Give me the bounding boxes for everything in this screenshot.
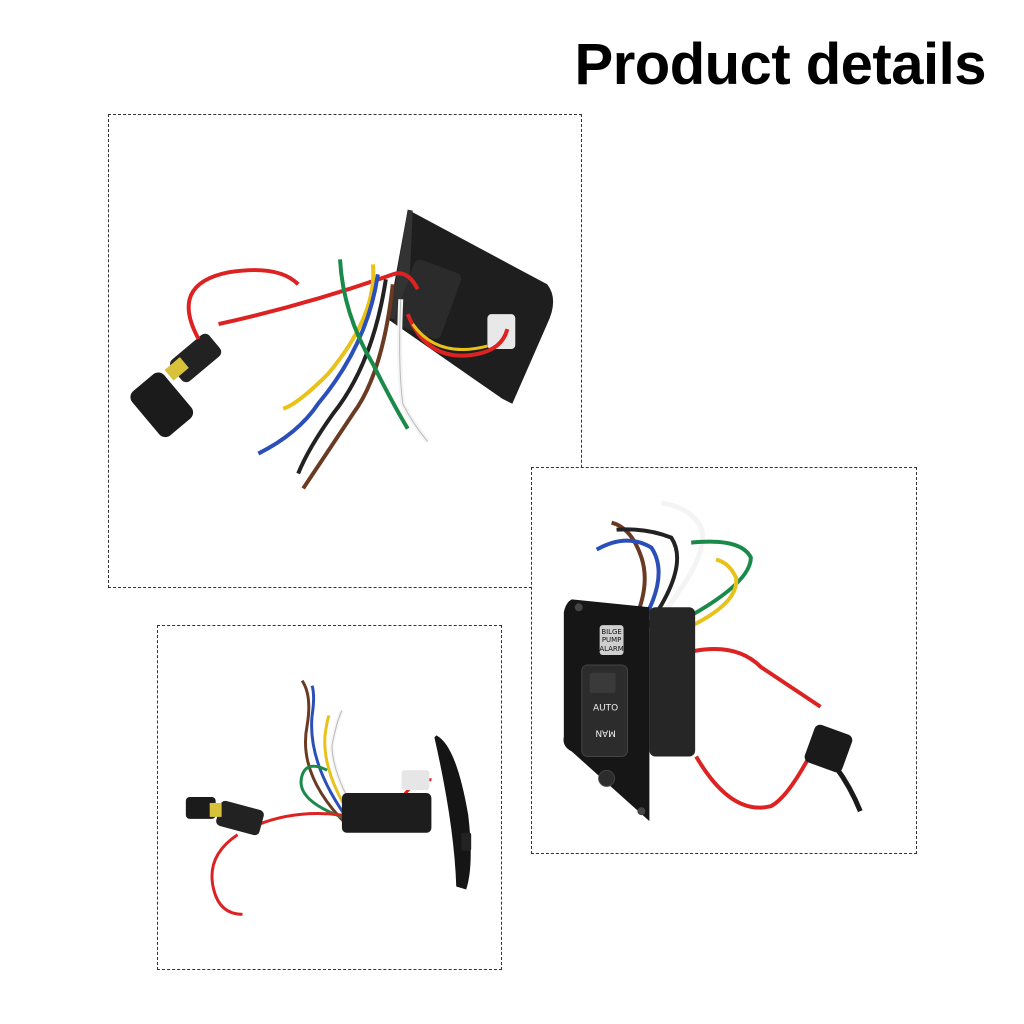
label-pump: PUMP xyxy=(602,636,621,644)
label-auto: AUTO xyxy=(593,704,618,714)
page-title: Product details xyxy=(574,32,987,97)
label-bilge: BILGE xyxy=(601,628,621,636)
switch-panel-side-view-image xyxy=(185,679,472,916)
label-man: MAN xyxy=(595,728,616,738)
switch-panel-front-view-image: BILGE PUMP ALARM AUTO MAN xyxy=(563,500,863,822)
switch-panel-rear-view-image xyxy=(130,209,554,490)
product-photo-bottom-left xyxy=(157,625,502,970)
label-alarm: ALARM xyxy=(599,645,623,653)
product-photo-top-left xyxy=(108,114,582,588)
product-photo-right: BILGE PUMP ALARM AUTO MAN xyxy=(531,467,917,854)
